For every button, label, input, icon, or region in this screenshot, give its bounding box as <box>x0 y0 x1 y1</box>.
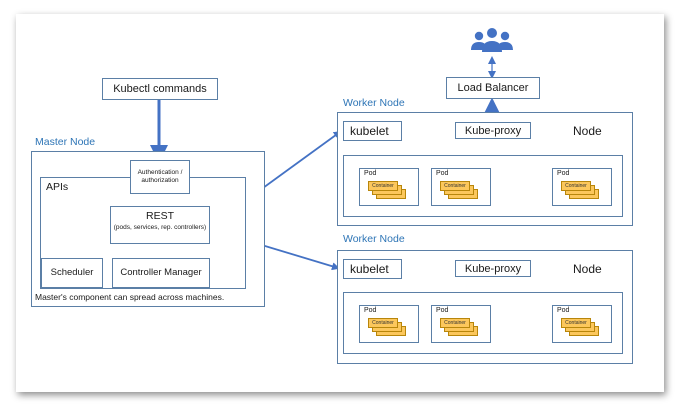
rest-sub-label: (pods, services, rep. controllers) <box>113 224 207 231</box>
worker-node-2-title: Worker Node <box>343 233 405 245</box>
worker-2-kube-proxy-box: Kube-proxy <box>455 260 531 277</box>
container-box: Container <box>368 318 398 328</box>
container-stack: Container <box>561 318 601 340</box>
auth-label: Authentication / authorization <box>137 169 183 184</box>
pod-label: Pod <box>557 170 570 177</box>
kubectl-label: Kubectl commands <box>113 83 207 95</box>
scheduler-label: Scheduler <box>50 267 94 278</box>
worker-2-kubelet-label: kubelet <box>350 262 389 276</box>
pod-label: Pod <box>364 170 377 177</box>
apis-label: APIs <box>46 181 69 193</box>
container-box: Container <box>561 318 591 328</box>
pod-label: Pod <box>436 307 449 314</box>
container-stack: Container <box>561 181 601 203</box>
load-balancer-label: Load Balancer <box>457 82 529 94</box>
container-box: Container <box>440 181 470 191</box>
worker-1-pod-2: Pod Container <box>431 168 491 206</box>
load-balancer-box: Load Balancer <box>446 77 540 99</box>
worker-1-kube-proxy-box: Kube-proxy <box>455 122 531 139</box>
master-footnote: Master's component can spread across mac… <box>35 292 225 302</box>
rest-label: REST <box>145 210 174 222</box>
container-stack: Container <box>368 181 408 203</box>
kubectl-box: Kubectl commands <box>102 78 218 100</box>
worker-2-node-label: Node <box>573 262 602 276</box>
worker-1-pod-1: Pod Container <box>359 168 419 206</box>
pod-label: Pod <box>436 170 449 177</box>
worker-2-kube-proxy-label: Kube-proxy <box>464 263 522 275</box>
worker-1-node-label: Node <box>573 124 602 138</box>
worker-2-pod-1: Pod Container <box>359 305 419 343</box>
worker-1-kube-proxy-label: Kube-proxy <box>464 125 522 137</box>
worker-2-pod-2: Pod Container <box>431 305 491 343</box>
container-box: Container <box>440 318 470 328</box>
master-node-title: Master Node <box>35 136 96 148</box>
worker-1-kubelet-label: kubelet <box>350 124 389 138</box>
pod-label: Pod <box>557 307 570 314</box>
scheduler-box: Scheduler <box>41 258 103 288</box>
rest-box: REST (pods, services, rep. controllers) <box>110 206 210 244</box>
container-box: Container <box>561 181 591 191</box>
controller-manager-label: Controller Manager <box>120 267 202 278</box>
worker-node-1-title: Worker Node <box>343 97 405 109</box>
worker-1-pod-3: Pod Container <box>552 168 612 206</box>
pod-label: Pod <box>364 307 377 314</box>
container-stack: Container <box>368 318 408 340</box>
container-stack: Container <box>440 181 480 203</box>
auth-box: Authentication / authorization <box>130 160 190 194</box>
worker-2-kubelet-box: kubelet <box>343 259 402 279</box>
worker-2-pod-3: Pod Container <box>552 305 612 343</box>
container-stack: Container <box>440 318 480 340</box>
controller-manager-box: Controller Manager <box>112 258 210 288</box>
container-box: Container <box>368 181 398 191</box>
worker-1-kubelet-box: kubelet <box>343 121 402 141</box>
